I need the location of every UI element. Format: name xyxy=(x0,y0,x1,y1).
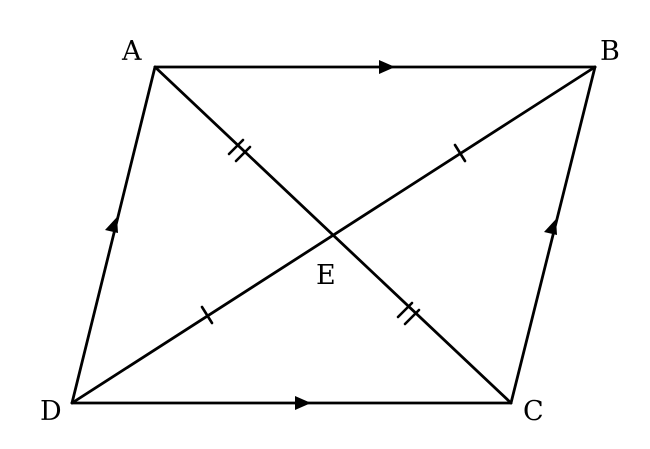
parallel-arrow-da xyxy=(105,217,118,233)
side-bc xyxy=(509,65,597,405)
vertex-label-b: B xyxy=(600,36,620,67)
vertex-label-e: E xyxy=(316,260,336,291)
parallel-arrow-ab xyxy=(379,60,395,74)
vertex-label-d: D xyxy=(40,396,62,427)
parallel-arrow-dc xyxy=(295,396,311,410)
side-da xyxy=(70,65,157,405)
single-tick-be xyxy=(453,143,467,163)
double-tick-ec xyxy=(396,301,421,326)
double-tick-ae xyxy=(227,138,252,163)
diagonal-bd xyxy=(70,65,597,405)
parallel-arrow-cb xyxy=(544,219,557,235)
vertex-label-a: A xyxy=(121,36,142,67)
vertex-label-c: C xyxy=(523,396,544,427)
single-tick-ed xyxy=(200,305,214,325)
